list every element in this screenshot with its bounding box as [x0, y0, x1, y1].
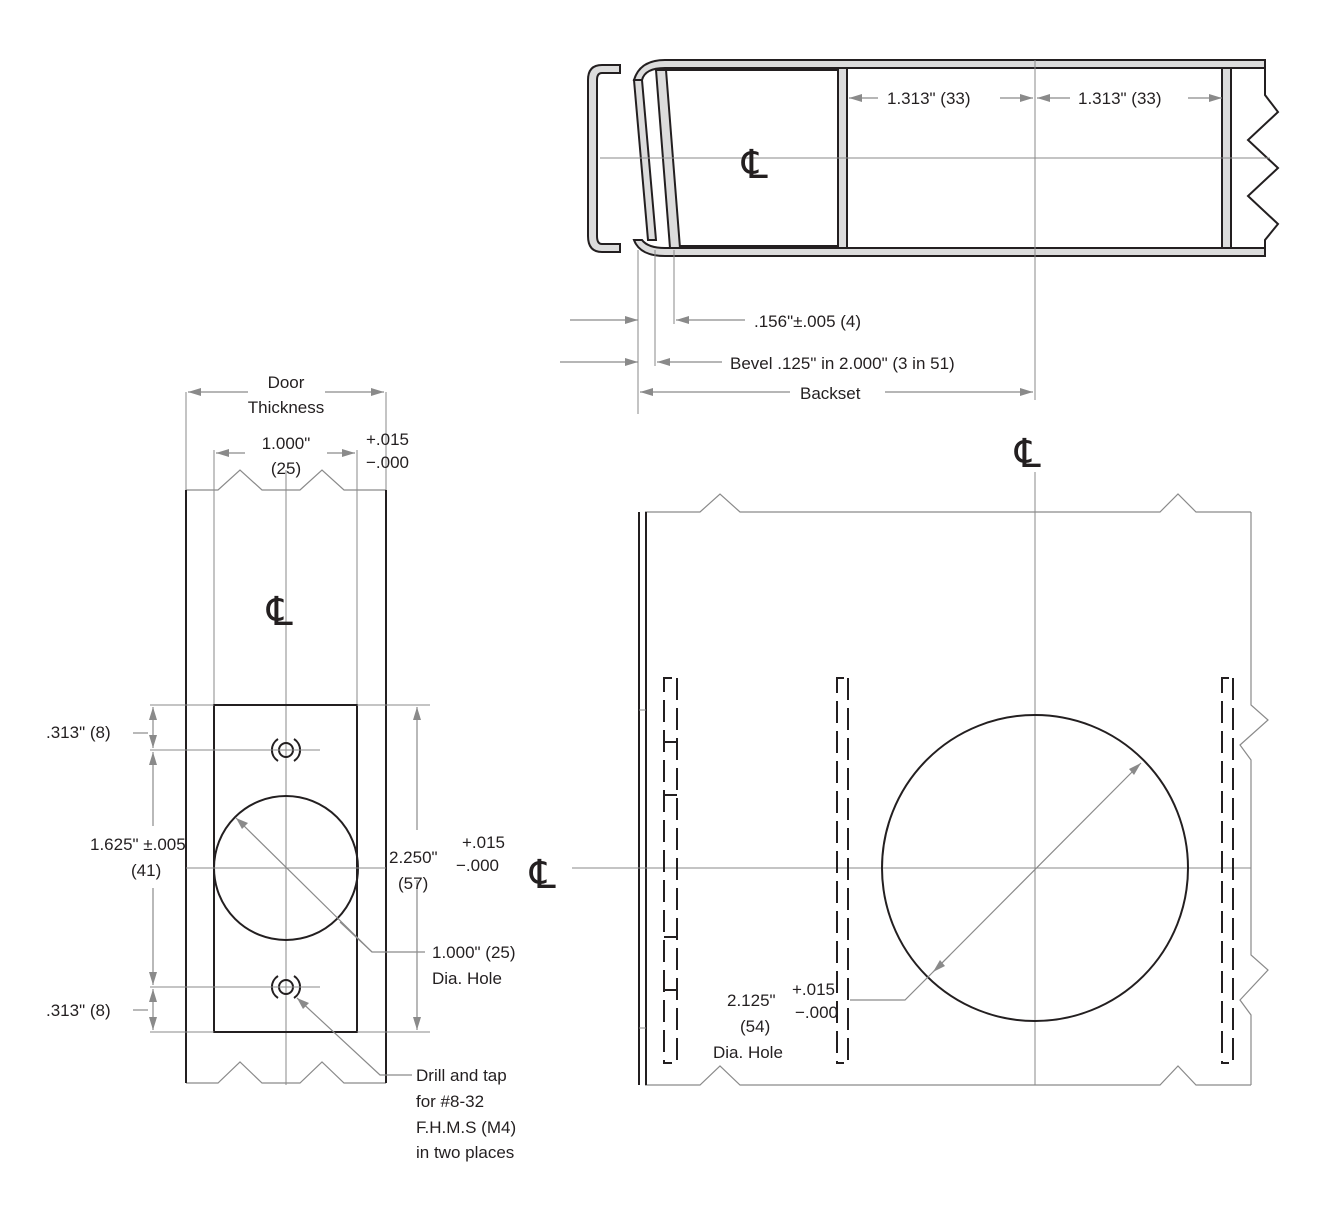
door-thickness-label: Door: [268, 373, 305, 392]
arrow-head: [216, 449, 229, 457]
bore-leader: [850, 954, 951, 1001]
right-break-line: [1239, 512, 1269, 1085]
arrow-head: [1020, 388, 1033, 396]
dia-leader: [235, 817, 373, 953]
centerline-mark: ℄: [741, 142, 768, 188]
arrow-head: [149, 735, 157, 748]
break-line: [1246, 60, 1280, 256]
bore-tol-minus: −.000: [795, 1003, 838, 1022]
bottom-break-line: [186, 1061, 386, 1084]
door-face-view: ℄ ℄ 2.125" +.015 −.000 (54) Dia. Hole: [529, 431, 1269, 1086]
top-section-view: ℄ 1.313" (33) 1.313" (33) .156"±.005 (4)…: [560, 59, 1280, 414]
arrow-head: [149, 1017, 157, 1030]
backset-half-1-label: 1.313" (33): [887, 89, 971, 108]
height-value: 2.250": [389, 848, 438, 867]
width-tol-minus: −.000: [366, 453, 409, 472]
door-thickness-label: Thickness: [248, 398, 325, 417]
arrow-head: [657, 358, 670, 366]
bevel-strip-outer: [632, 79, 658, 241]
arrow-head: [640, 388, 653, 396]
bevel-label: Bevel .125" in 2.000" (3 in 51): [730, 354, 955, 373]
centerline-mark-left: ℄: [529, 852, 556, 898]
arrow-head: [149, 989, 157, 1002]
latch-outline-hidden: [664, 741, 677, 991]
arrow-head: [371, 388, 384, 396]
bore-label: Dia. Hole: [713, 1043, 783, 1062]
arrow-head: [236, 818, 248, 829]
centerline-mark-top: ℄: [1014, 431, 1041, 477]
backset-label: Backset: [800, 384, 861, 403]
bore-metric: (54): [740, 1017, 770, 1036]
width-value: 1.000": [262, 434, 311, 453]
dia-leader: [339, 921, 425, 953]
edge-view: ℄ Door Thickness 1.000" (25) +.015 −.000: [46, 373, 516, 1162]
arrow-head: [1037, 94, 1050, 102]
drill-note: in two places: [416, 1143, 514, 1162]
arrow-head: [676, 316, 689, 324]
bore-dia-line: [932, 762, 1142, 973]
arrow-head: [149, 707, 157, 720]
bottom-break-line: [645, 1065, 1251, 1086]
drill-leader: [296, 997, 412, 1076]
latch-outline-hidden: [1221, 677, 1229, 1064]
bottom-screw-offset-label: .313" (8): [46, 1001, 111, 1020]
backset-half-2-label: 1.313" (33): [1078, 89, 1162, 108]
height-tol-minus: −.000: [456, 856, 499, 875]
arrow-head: [149, 752, 157, 765]
bore-value: 2.125": [727, 991, 776, 1010]
drill-note: F.H.M.S (M4): [416, 1118, 516, 1137]
arrow-head: [1129, 763, 1141, 775]
arrow-head: [1209, 94, 1222, 102]
arrow-head: [625, 316, 638, 324]
bore-hole: [881, 714, 1189, 1022]
arrow-head: [625, 358, 638, 366]
height-metric: (57): [398, 874, 428, 893]
width-metric: (25): [271, 459, 301, 478]
arrow-head: [342, 449, 355, 457]
arrow-head: [1020, 94, 1033, 102]
hole-dia-label: 1.000" (25): [432, 943, 516, 962]
screw-spacing-value: 1.625" ±.005: [90, 835, 186, 854]
arrow-head: [413, 1017, 421, 1030]
arrow-head: [849, 94, 862, 102]
top-break-line: [645, 493, 1251, 513]
stop-bracket: [587, 64, 621, 253]
arrow-head: [297, 998, 309, 1009]
centerline-mark: ℄: [266, 589, 293, 635]
edge-clearance-label: .156"±.005 (4): [754, 312, 861, 331]
drill-note: Drill and tap: [416, 1066, 507, 1085]
width-tol-plus: +.015: [366, 430, 409, 449]
arrow-head: [149, 972, 157, 985]
bevel-strip-inner: [654, 69, 682, 249]
screw-spacing-metric: (41): [131, 861, 161, 880]
height-tol-plus: +.015: [462, 833, 505, 852]
top-break-line: [186, 469, 386, 491]
drill-note: for #8-32: [416, 1092, 484, 1111]
bore-tol-plus: +.015: [792, 980, 835, 999]
latch-outline-hidden: [663, 677, 672, 1064]
latch-outline-hidden: [836, 677, 844, 1064]
arrow-head: [413, 707, 421, 720]
hole-dia-label: Dia. Hole: [432, 969, 502, 988]
top-screw-offset-label: .313" (8): [46, 723, 111, 742]
arrow-head: [188, 388, 201, 396]
